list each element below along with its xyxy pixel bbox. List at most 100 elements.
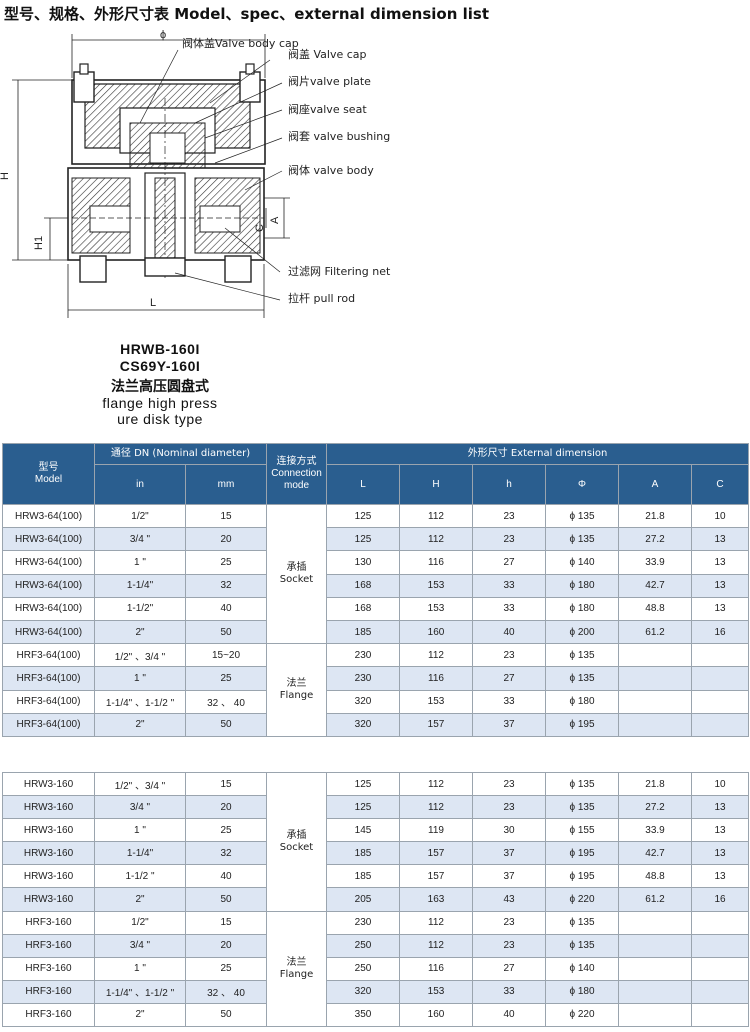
cell-h: 33 <box>472 979 546 1004</box>
cell-A <box>618 643 692 668</box>
cell-in: 1/2" <box>94 503 186 529</box>
cell-in: 1 " <box>94 666 186 691</box>
cell-C: 10 <box>690 503 750 529</box>
cell-C: 13 <box>690 596 750 621</box>
cell-phi: ϕ 180 <box>545 689 619 714</box>
cell-L: 125 <box>326 795 400 820</box>
cell-C: 13 <box>690 550 750 575</box>
cell-mm: 20 <box>185 527 267 552</box>
cell-model: HRF3-64(100) <box>2 643 95 668</box>
cell-H: 153 <box>399 596 473 621</box>
cell-A <box>618 712 692 737</box>
cell-C <box>691 933 749 958</box>
cell-C <box>691 1002 749 1028</box>
cell-A <box>618 910 692 935</box>
cell-A: 33.9 <box>618 550 692 575</box>
cell-C <box>691 910 749 935</box>
header-H: H <box>399 464 473 505</box>
connection-en: Flange <box>279 690 314 701</box>
cell-A <box>618 1002 692 1028</box>
cell-A <box>618 956 692 981</box>
cell-A: 27.2 <box>618 795 692 820</box>
cell-phi: ϕ 135 <box>545 527 619 552</box>
header-mm: mm <box>185 464 267 505</box>
cell-h: 23 <box>472 910 546 935</box>
cell-model: HRW3-160 <box>2 818 95 843</box>
cell-H: 112 <box>399 910 473 935</box>
caption-type-en-2: ure disk type <box>117 411 203 427</box>
cell-C <box>690 643 750 668</box>
cell-L: 205 <box>326 887 400 912</box>
cell-L: 185 <box>326 864 400 889</box>
cell-L: 168 <box>326 596 400 621</box>
cell-mm: 50 <box>185 1002 267 1028</box>
cell-in: 3/4 " <box>94 527 186 552</box>
cell-model: HRW3-64(100) <box>2 596 95 621</box>
cell-H: 112 <box>399 771 473 797</box>
header-A: A <box>618 464 692 505</box>
cell-L: 130 <box>326 550 400 575</box>
cell-mm: 32 <box>185 573 267 598</box>
H1-dim-label: H1 <box>33 236 45 250</box>
cell-phi: ϕ 140 <box>545 550 619 575</box>
cell-phi: ϕ 180 <box>545 979 619 1004</box>
cell-model: HRF3-64(100) <box>2 666 95 691</box>
cell-model: HRF3-64(100) <box>2 712 95 737</box>
cell-H: 160 <box>399 1002 473 1028</box>
cell-C: 16 <box>690 619 750 645</box>
cell-H: 116 <box>399 550 473 575</box>
cell-A: 33.9 <box>618 818 692 843</box>
cell-H: 157 <box>399 864 473 889</box>
label-pull-rod: 拉杆 pull rod <box>288 291 355 305</box>
cell-in: 1/2" <box>94 910 186 935</box>
cell-A <box>618 933 692 958</box>
cell-in: 1-1/2" <box>94 596 186 621</box>
A-dim-label: A <box>269 216 281 224</box>
cell-C: 13 <box>691 795 749 820</box>
cell-phi: ϕ 195 <box>545 712 619 737</box>
header-phi: Φ <box>545 464 619 505</box>
valve-drawing-svg: ϕ H H1 <box>0 29 391 318</box>
cell-model: HRF3-160 <box>2 956 95 981</box>
cell-mm: 32 、 40 <box>185 979 267 1004</box>
page-title: 型号、规格、外形尺寸表 Model、spec、external dimensio… <box>4 5 490 23</box>
cell-mm: 50 <box>185 619 267 645</box>
cell-h: 40 <box>472 619 546 645</box>
cell-model: HRW3-160 <box>2 864 95 889</box>
cell-phi: ϕ 140 <box>545 956 619 981</box>
cell-H: 160 <box>399 619 473 645</box>
cell-phi: ϕ 195 <box>545 841 619 866</box>
label-valve-bushing: 阀套 valve bushing <box>288 129 390 143</box>
cell-model: HRW3-64(100) <box>2 573 95 598</box>
cell-A: 21.8 <box>618 503 692 529</box>
cell-L: 320 <box>326 689 400 714</box>
cell-model: HRW3-64(100) <box>2 503 95 529</box>
cell-model: HRW3-160 <box>2 771 95 797</box>
cell-H: 112 <box>399 933 473 958</box>
cell-H: 153 <box>399 573 473 598</box>
cell-h: 30 <box>472 818 546 843</box>
caption-type-en-1: flange high press <box>102 395 218 411</box>
cell-C: 16 <box>691 887 749 912</box>
cell-mm: 25 <box>185 956 267 981</box>
cell-h: 27 <box>472 550 546 575</box>
cell-mm: 15~20 <box>185 643 267 668</box>
cell-A: 61.2 <box>618 619 692 645</box>
cell-phi: ϕ 135 <box>545 795 619 820</box>
cell-C: 13 <box>690 527 750 552</box>
cell-in: 1-1/4" 、1-1/2 " <box>94 689 186 714</box>
